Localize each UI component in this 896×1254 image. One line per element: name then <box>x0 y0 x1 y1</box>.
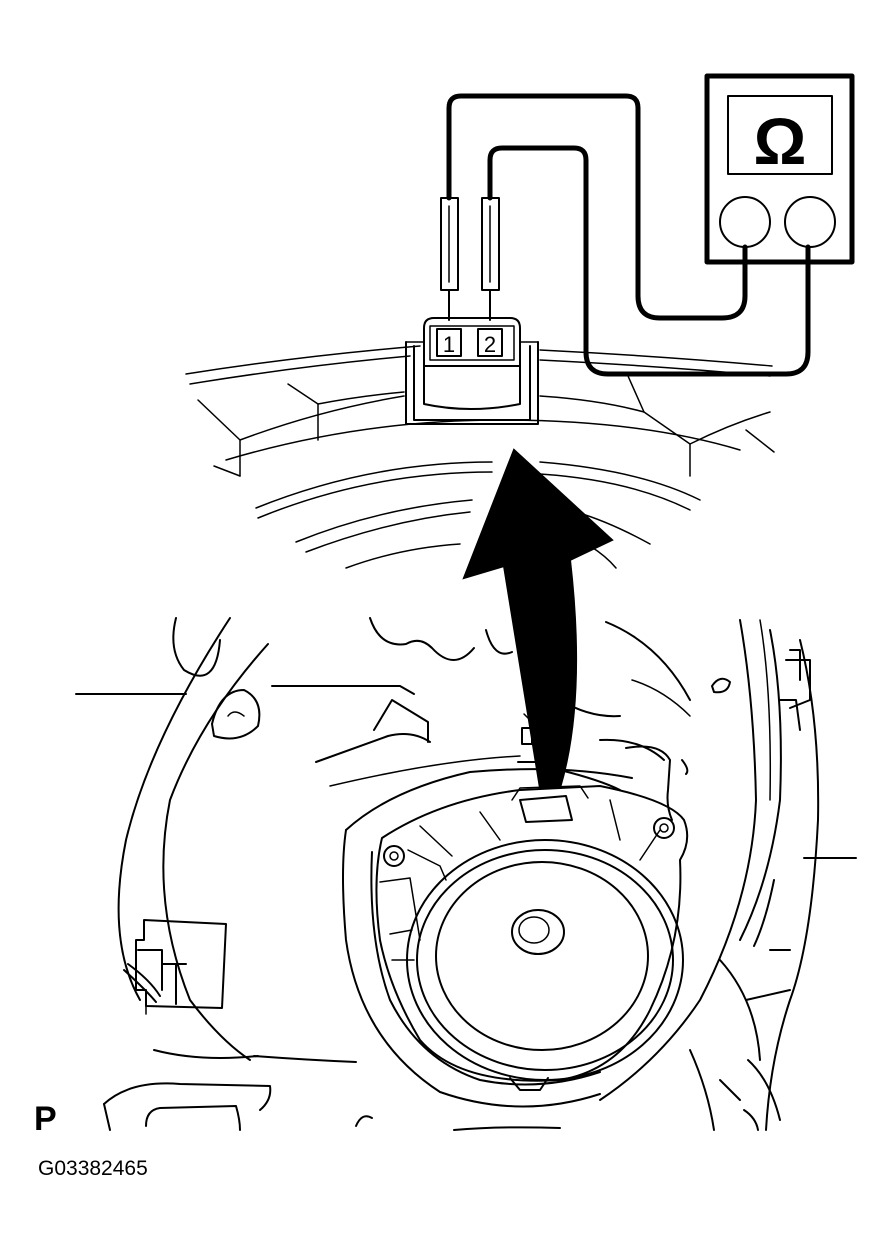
test-lead-1 <box>446 93 748 321</box>
speaker-screw-right <box>653 817 675 839</box>
direction-arrow <box>462 448 614 789</box>
connector-pin-2-label: 2 <box>484 332 496 357</box>
view-letter: P <box>34 1100 57 1138</box>
connector-pin-1 <box>436 328 462 357</box>
speaker <box>342 768 689 1108</box>
test-leads <box>440 93 811 377</box>
speaker-terminal <box>519 795 573 823</box>
figure-code: G03382465 <box>38 1157 148 1180</box>
wire-harness-connector <box>123 919 227 1015</box>
speaker-connector: 1 2 <box>185 317 775 477</box>
connector-pin-1-label: 1 <box>443 332 455 357</box>
speaker-cone <box>435 861 649 1051</box>
ohmmeter-jack-left <box>719 196 771 248</box>
speaker-dust-cap <box>511 909 565 955</box>
connector-pin-2 <box>477 328 503 357</box>
door-panel <box>75 613 857 1131</box>
speaker-outer-ring <box>406 839 684 1081</box>
ohmmeter-jack-right <box>784 196 836 248</box>
ohm-symbol: Ω <box>754 104 807 178</box>
enlarged-speaker-arcs <box>255 461 701 569</box>
ohmmeter: Ω <box>704 73 855 265</box>
test-lead-2 <box>487 145 811 377</box>
speaker-screw-left <box>383 845 405 867</box>
